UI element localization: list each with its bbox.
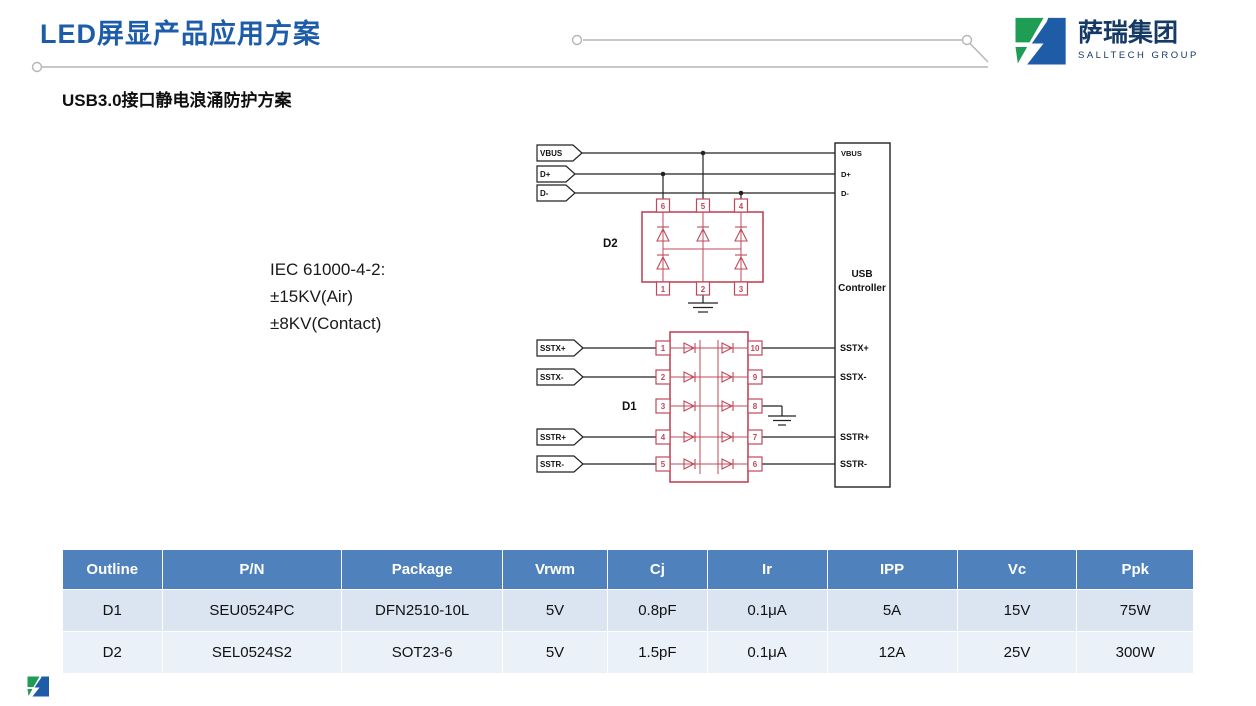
table-header-cell: Outline: [62, 549, 163, 590]
d1-pin-number: 5: [661, 460, 666, 469]
component-label-d2: D2: [603, 238, 618, 250]
connector-label: SSTR+: [540, 433, 566, 442]
table-cell: 12A: [826, 631, 958, 674]
table-row: D2 SEL0524S2 SOT23-6 5V 1.5pF 0.1μA 12A …: [62, 631, 1194, 674]
controller-label-sstx-plus: SSTX+: [840, 343, 869, 353]
component-d1: 1 2 3 4 5 10 9 8 7 6 D1: [622, 331, 763, 483]
spec-table: Outline P/N Package Vrwm Cj Ir IPP Vc Pp…: [62, 549, 1194, 674]
junction-dot: [700, 150, 706, 156]
table-cell: SEU0524PC: [161, 589, 343, 632]
controller-label-sstx-minus: SSTX-: [840, 372, 867, 382]
iec-note-line1: IEC 61000-4-2:: [270, 260, 386, 279]
company-logo-text: 萨瑞集团 SALLTECH GROUP: [1078, 19, 1199, 61]
table-cell: 0.1μA: [706, 589, 828, 632]
header-decoration: [31, 34, 989, 73]
connector-tag-sstx-plus: SSTX+: [536, 339, 584, 357]
component-d2: 6 5 4 1 2 3 D2: [603, 198, 764, 296]
d1-pin-number: 7: [753, 433, 758, 442]
controller-label-vbus: VBUS: [841, 149, 862, 158]
section-subtitle: USB3.0接口静电浪涌防护方案: [62, 91, 292, 110]
connector-label: SSTR-: [540, 460, 564, 469]
table-header-cell: Cj: [607, 549, 708, 590]
connector-label: SSTX-: [540, 373, 564, 382]
connector-tag-dminus: D-: [536, 184, 576, 202]
d1-pin-number: 1: [661, 344, 666, 353]
table-cell: 300W: [1076, 631, 1194, 674]
d2-pin-number: 4: [739, 202, 744, 211]
table-cell: SEL0524S2: [161, 631, 343, 674]
table-cell: 5A: [826, 589, 958, 632]
company-name-cn: 萨瑞集团: [1078, 19, 1179, 47]
d2-pin-number: 2: [701, 285, 706, 294]
table-header-cell: Package: [341, 549, 503, 590]
d1-pin-number: 8: [753, 402, 758, 411]
connector-tag-vbus: VBUS: [536, 144, 583, 162]
d1-pin-number: 9: [753, 373, 758, 382]
usb-controller-box: VBUS D+ D- USB Controller SSTX+ SSTX- SS…: [834, 142, 891, 488]
tvs-diodes-d1: [683, 342, 734, 470]
table-header-cell: P/N: [161, 549, 343, 590]
controller-label-sstr-plus: SSTR+: [840, 432, 869, 442]
d1-pin-number: 3: [661, 402, 666, 411]
table-cell: D1: [62, 589, 163, 632]
circuit-diagram: VBUS D+ D- SSTX+ SSTX- SSTR+ SSTR-: [536, 142, 891, 488]
table-cell: D2: [62, 631, 163, 674]
junction-dot: [660, 171, 666, 177]
table-header-cell: IPP: [826, 549, 958, 590]
table-cell: 0.1μA: [706, 631, 828, 674]
table-cell: 1.5pF: [607, 631, 708, 674]
table-cell: 25V: [956, 631, 1078, 674]
connector-tag-sstr-minus: SSTR-: [536, 455, 584, 473]
iec-note: IEC 61000-4-2: ±15KV(Air) ±8KV(Contact): [270, 256, 385, 337]
company-name-en: SALLTECH GROUP: [1078, 50, 1199, 61]
connector-label: D-: [540, 189, 549, 198]
connector-tag-dplus: D+: [536, 165, 576, 183]
d2-pin-number: 6: [661, 202, 666, 211]
junction-dot: [738, 190, 744, 196]
d2-pin-number: 1: [661, 285, 666, 294]
table-header-cell: Ppk: [1076, 549, 1194, 590]
tvs-diodes-d2: [656, 226, 748, 270]
ground-symbol-d1: [768, 415, 796, 426]
d1-pin-number: 2: [661, 373, 666, 382]
table-cell: 5V: [501, 589, 609, 632]
footer-logo-icon: [27, 676, 49, 697]
d1-pin-number: 10: [751, 344, 760, 353]
table-cell: 75W: [1076, 589, 1194, 632]
iec-note-line2: ±15KV(Air): [270, 287, 354, 306]
table-header-row: Outline P/N Package Vrwm Cj Ir IPP Vc Pp…: [62, 549, 1194, 590]
controller-label-dminus: D-: [841, 189, 849, 198]
table-cell: 15V: [956, 589, 1078, 632]
connector-tag-sstr-plus: SSTR+: [536, 428, 584, 446]
table-cell: SOT23-6: [341, 631, 503, 674]
connector-label: SSTX+: [540, 344, 566, 353]
connector-tag-sstx-minus: SSTX-: [536, 368, 584, 386]
signal-wires: [575, 152, 835, 465]
table-header-cell: Vrwm: [501, 549, 609, 590]
table-cell: DFN2510-10L: [341, 589, 503, 632]
table-row: D1 SEU0524PC DFN2510-10L 5V 0.8pF 0.1μA …: [62, 589, 1194, 632]
d1-pin-number: 6: [753, 460, 758, 469]
table-header-cell: Vc: [956, 549, 1078, 590]
controller-label-dplus: D+: [841, 170, 851, 179]
table-cell: 5V: [501, 631, 609, 674]
connector-label: D+: [540, 170, 551, 179]
controller-title-line2: Controller: [838, 283, 886, 294]
iec-note-line3: ±8KV(Contact): [270, 314, 382, 333]
company-logo-icon: [1015, 17, 1066, 65]
table-cell: 0.8pF: [607, 589, 708, 632]
company-logo: 萨瑞集团 SALLTECH GROUP: [1012, 12, 1199, 68]
page-title: LED屏显产品应用方案: [40, 19, 321, 49]
d1-pin-number: 4: [661, 433, 666, 442]
table-header-cell: Ir: [706, 549, 828, 590]
component-label-d1: D1: [622, 401, 637, 413]
connector-label: VBUS: [540, 149, 563, 158]
controller-label-sstr-minus: SSTR-: [840, 459, 867, 469]
d2-pin-number: 3: [739, 285, 744, 294]
ground-symbol-d2: [688, 302, 718, 313]
d2-pin-number: 5: [701, 202, 706, 211]
controller-title-line1: USB: [851, 269, 872, 280]
